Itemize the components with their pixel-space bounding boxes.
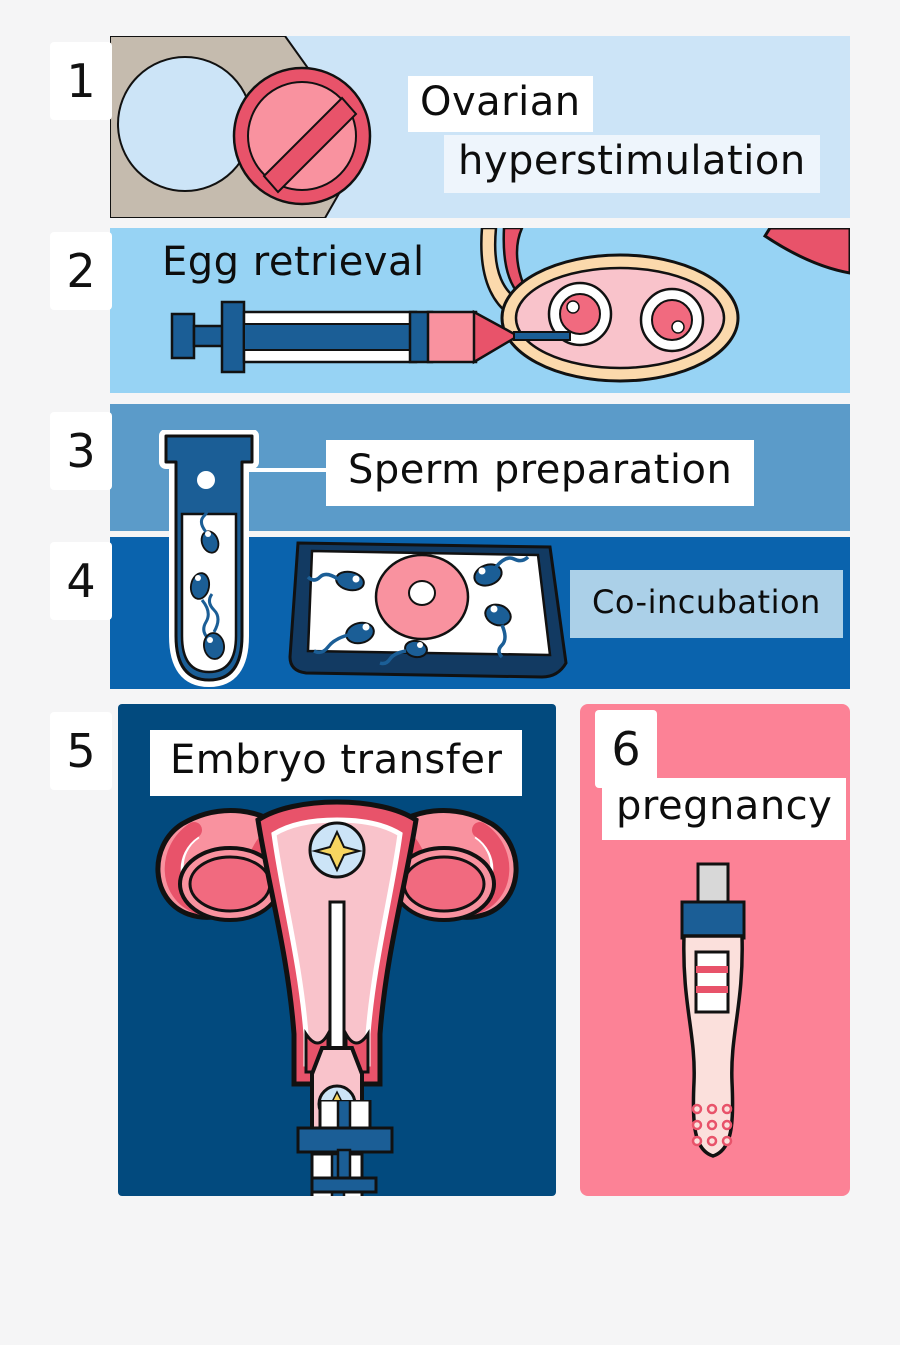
- uterus-fragment-icon: [762, 228, 850, 275]
- pregnancy-test-icon: [680, 862, 746, 1158]
- step-label-2: Egg retrieval: [162, 239, 425, 285]
- petri-dish-icon: [288, 541, 568, 679]
- panel-step-2: [110, 228, 850, 393]
- step-badge-6: 6: [595, 710, 657, 788]
- step-badge-2: 2: [50, 232, 112, 310]
- embryo-icon: [308, 821, 366, 879]
- step-badge-1: 1: [50, 42, 112, 120]
- uterus-icon: [155, 799, 519, 1104]
- ovary-follicles-icon: [480, 228, 740, 383]
- sperm-icon: [306, 555, 530, 666]
- panel-step-1: [110, 36, 850, 218]
- syringe-icon: [170, 300, 571, 374]
- egg-icon: [374, 553, 470, 641]
- test-tube-icon: [148, 430, 270, 692]
- pill-icon: [232, 66, 372, 206]
- catheter-plunger-extension: [290, 1100, 400, 1200]
- step-label-4: Co-incubation: [570, 570, 843, 638]
- step-label-6: pregnancy: [602, 778, 847, 840]
- step-badge-3: 3: [50, 412, 112, 490]
- step-label-5: Embryo transfer: [150, 730, 523, 796]
- step-label-1-line2: hyperstimulation: [444, 135, 820, 193]
- step-label-3: Sperm preparation: [326, 440, 755, 506]
- step-badge-5: 5: [50, 712, 112, 790]
- step-label-1-line1: Ovarian: [408, 76, 593, 132]
- step-badge-4: 4: [50, 542, 112, 620]
